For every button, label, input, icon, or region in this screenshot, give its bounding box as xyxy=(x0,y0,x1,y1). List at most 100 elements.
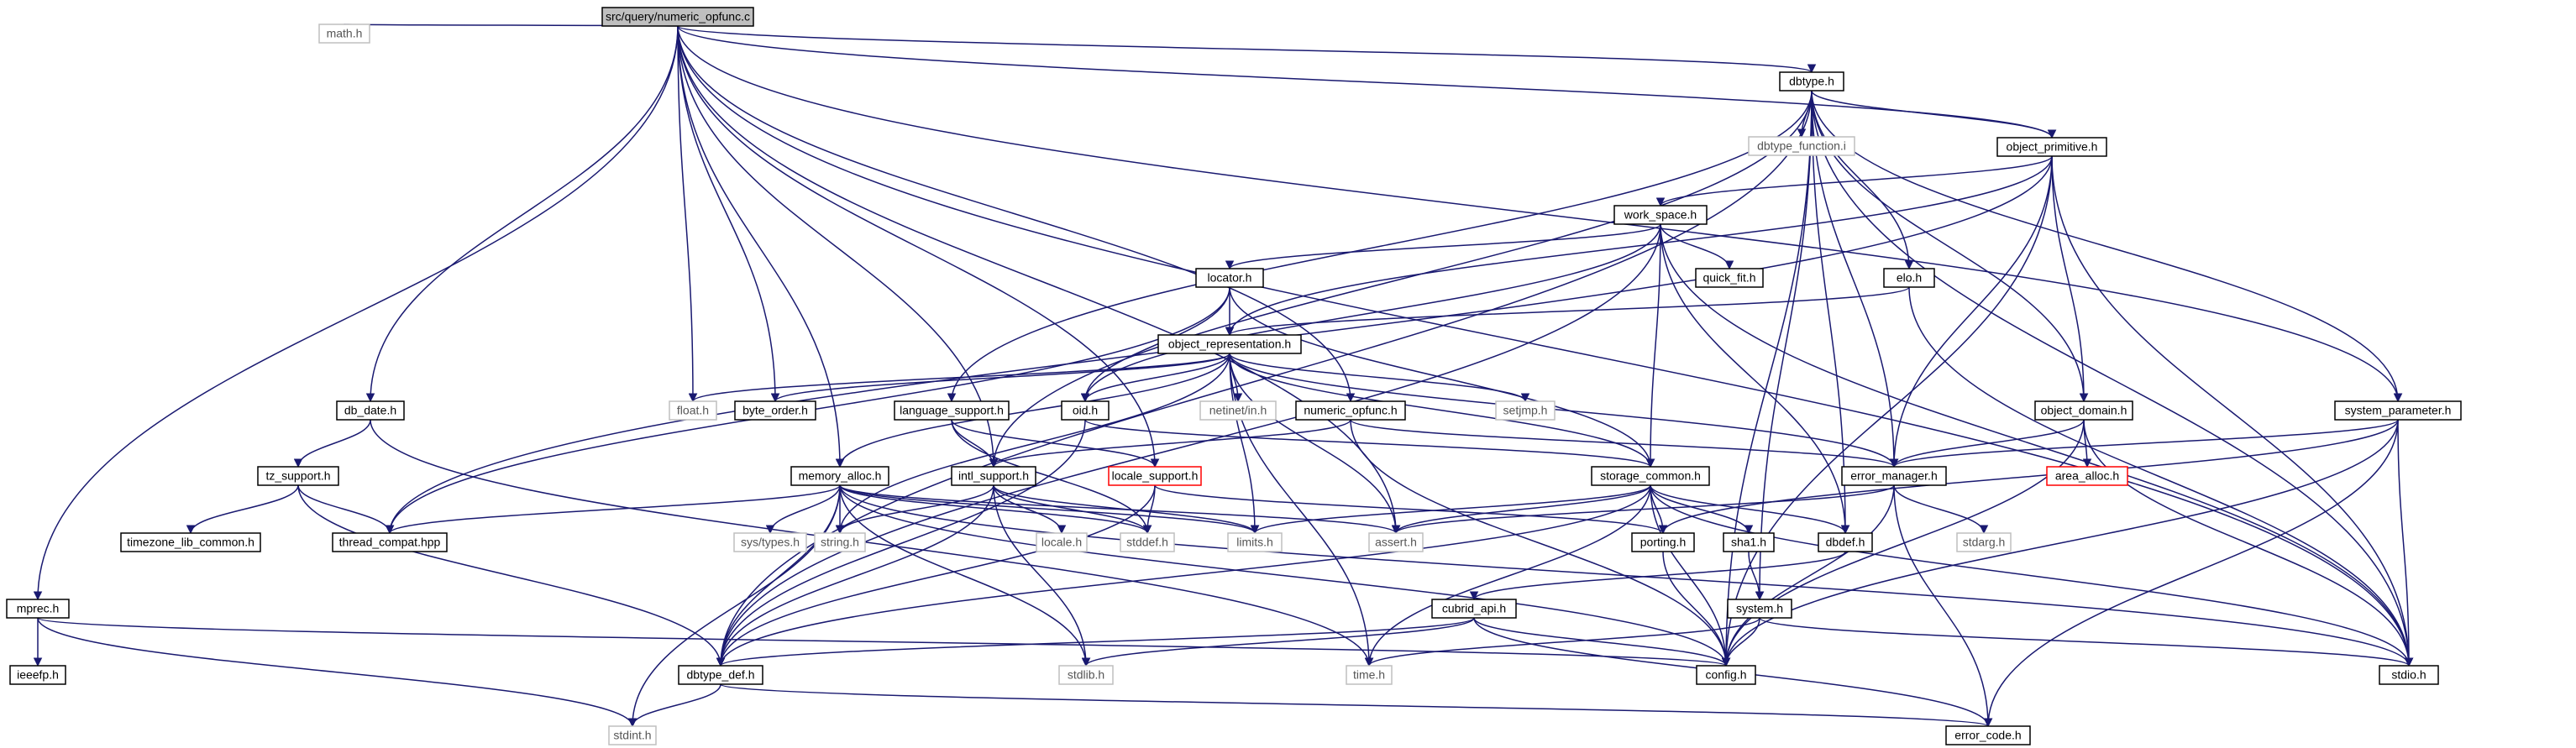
edge-work_space-to-storage_common xyxy=(1645,223,1661,468)
node-system[interactable]: system.h xyxy=(1727,599,1792,619)
node-box xyxy=(9,665,66,685)
edge-storage_common-to-dbdef xyxy=(1650,484,1850,535)
node-locale-support[interactable]: locale_support.h xyxy=(1108,466,1202,486)
node-box xyxy=(1841,466,1947,486)
node-label: intl_support.h xyxy=(958,469,1029,483)
node-cubrid-api[interactable]: cubrid_api.h xyxy=(1431,599,1517,619)
edge-db_date-to-time xyxy=(370,419,1374,667)
node-label: db_date.h xyxy=(344,404,396,417)
node-netinet-in: netinet/in.h xyxy=(1199,400,1277,421)
edge-object_primitive-to-object_domain xyxy=(2051,155,2089,403)
node-label: setjmp.h xyxy=(1503,404,1548,417)
edge-tz_support-to-timezone_lib_common xyxy=(186,484,299,535)
node-object-domain[interactable]: object_domain.h xyxy=(2034,400,2133,421)
node-label: system.h xyxy=(1736,602,1783,615)
node-elo[interactable]: elo.h xyxy=(1883,268,1935,288)
node-float: float.h xyxy=(669,400,717,421)
node-label: dbtype.h xyxy=(1789,75,1834,88)
node-locator[interactable]: locator.h xyxy=(1195,268,1264,288)
edge-object_representation-to-oid xyxy=(1080,353,1230,403)
node-box xyxy=(1613,205,1708,225)
edge-memory_alloc-to-sys_types xyxy=(765,484,841,535)
edge-work_space-to-locator xyxy=(1225,223,1661,270)
node-box xyxy=(669,400,717,421)
node-box xyxy=(1779,71,1844,92)
node-label: dbtype_def.h xyxy=(687,668,755,682)
node-box xyxy=(2334,400,2462,421)
node-memory-alloc[interactable]: memory_alloc.h xyxy=(790,466,889,486)
node-label: storage_common.h xyxy=(1600,469,1701,483)
edge-work_space-to-dbtype_def xyxy=(716,223,1661,667)
node-label: assert.h xyxy=(1375,536,1417,549)
node-object-primitive[interactable]: object_primitive.h xyxy=(1996,137,2107,157)
edge-porting-to-config xyxy=(1662,551,1731,667)
node-dbdef[interactable]: dbdef.h xyxy=(1818,532,1873,552)
node-area-alloc[interactable]: area_alloc.h xyxy=(2046,466,2128,486)
edge-error_manager-to-stdarg xyxy=(1893,484,1989,535)
edge-dbtype_def-to-error_code xyxy=(720,683,1992,728)
node-root[interactable]: src/query/numeric_opfunc.c xyxy=(601,7,754,27)
edge-memory_alloc-to-limits xyxy=(839,484,1260,535)
node-box xyxy=(1818,532,1873,552)
edge-intl_support-to-limits xyxy=(993,484,1260,535)
node-storage-common[interactable]: storage_common.h xyxy=(1591,466,1710,486)
node-label: dbdef.h xyxy=(1826,536,1865,549)
node-box xyxy=(2379,665,2439,685)
edge-locator-to-oid xyxy=(1080,286,1230,403)
node-porting[interactable]: porting.h xyxy=(1631,532,1695,552)
edge-locale_support-to-dbtype_def xyxy=(716,484,1156,667)
edge-cubrid_api-to-config xyxy=(1473,617,1731,667)
node-sha1[interactable]: sha1.h xyxy=(1723,532,1775,552)
edge-object_primitive-to-stdio xyxy=(2051,155,2414,667)
node-intl-support[interactable]: intl_support.h xyxy=(951,466,1036,486)
node-box xyxy=(120,532,261,552)
edge-memory_alloc-to-stdint xyxy=(627,484,841,728)
edge-system-to-time xyxy=(1364,617,1760,667)
node-work-space[interactable]: work_space.h xyxy=(1613,205,1708,225)
edge-storage_common-to-limits xyxy=(1250,484,1651,535)
node-box xyxy=(6,599,70,619)
edge-intl_support-to-locale xyxy=(993,484,1067,535)
edge-tz_support-to-dbtype_def xyxy=(297,484,726,667)
node-object-representation[interactable]: object_representation.h xyxy=(1157,334,1302,354)
node-error-manager[interactable]: error_manager.h xyxy=(1841,466,1947,486)
edge-system_parameter-to-error_manager xyxy=(1889,419,2399,468)
edge-layer xyxy=(33,24,2414,728)
node-label: netinet/in.h xyxy=(1209,404,1267,417)
node-config[interactable]: config.h xyxy=(1696,665,1756,685)
edge-storage_common-to-sha1 xyxy=(1650,484,1754,535)
node-thread-compat[interactable]: thread_compat.hpp xyxy=(332,532,448,552)
node-box xyxy=(2046,466,2128,486)
node-ieeefp[interactable]: ieeefp.h xyxy=(9,665,66,685)
edge-root-to-intl_support xyxy=(677,25,999,468)
node-box xyxy=(1227,532,1283,552)
edge-storage_common-to-assert xyxy=(1391,484,1651,535)
edge-object_domain-to-stdio xyxy=(2083,419,2414,667)
node-byte-order[interactable]: byte_order.h xyxy=(734,400,816,421)
node-oid[interactable]: oid.h xyxy=(1061,400,1110,421)
node-language-support[interactable]: language_support.h xyxy=(894,400,1010,421)
node-label: stdint.h xyxy=(613,729,651,742)
node-label: limits.h xyxy=(1236,536,1273,549)
node-dbtype-def[interactable]: dbtype_def.h xyxy=(678,665,763,685)
node-tz-support[interactable]: tz_support.h xyxy=(257,466,339,486)
node-db-date[interactable]: db_date.h xyxy=(336,400,405,421)
node-timezone-lib-common[interactable]: timezone_lib_common.h xyxy=(120,532,261,552)
edge-object_representation-to-setjmp xyxy=(1229,353,1530,403)
node-error-code[interactable]: error_code.h xyxy=(1945,725,2031,745)
node-quick-fit[interactable]: quick_fit.h xyxy=(1695,268,1764,288)
edge-root-to-memory_alloc xyxy=(677,25,845,468)
node-label: tz_support.h xyxy=(265,469,330,483)
node-dbtype[interactable]: dbtype.h xyxy=(1779,71,1844,92)
edge-dbdef-to-cubrid_api xyxy=(1469,551,1846,601)
node-box xyxy=(1120,532,1175,552)
node-label: sha1.h xyxy=(1731,536,1766,549)
node-numeric-opfunc[interactable]: numeric_opfunc.h xyxy=(1295,400,1406,421)
node-mprec[interactable]: mprec.h xyxy=(6,599,70,619)
node-box xyxy=(608,725,657,745)
node-system-parameter[interactable]: system_parameter.h xyxy=(2334,400,2462,421)
node-label: locator.h xyxy=(1208,271,1252,285)
node-label: work_space.h xyxy=(1624,208,1697,222)
node-stdio[interactable]: stdio.h xyxy=(2379,665,2439,685)
node-label: float.h xyxy=(677,404,709,417)
